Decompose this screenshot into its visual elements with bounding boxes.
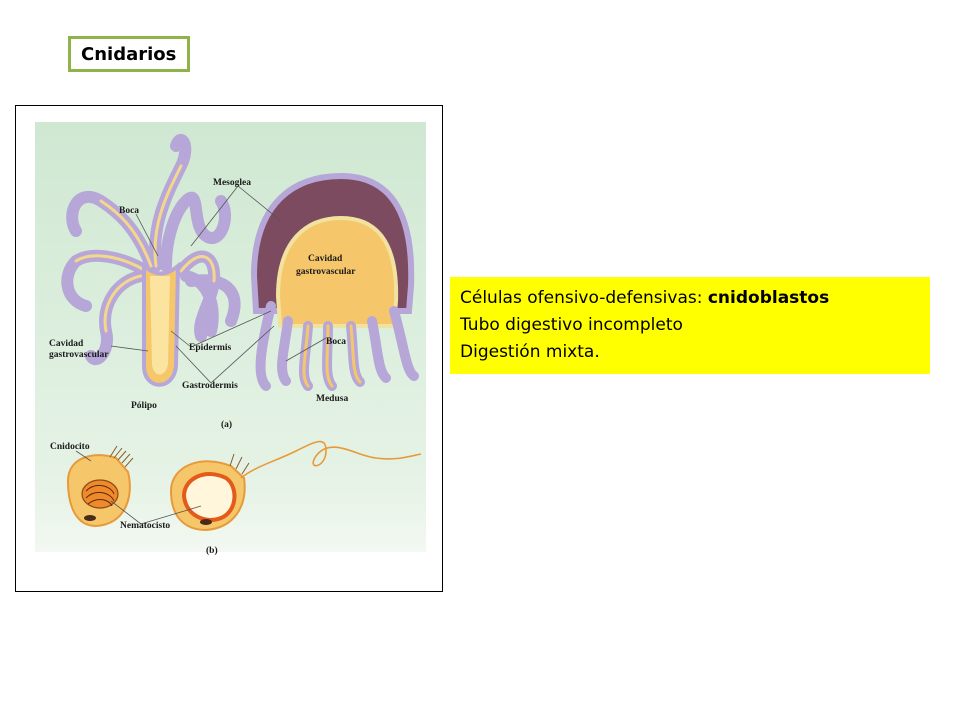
medusa-drawing [250, 172, 419, 391]
label-boca-polipo: Boca [119, 206, 139, 216]
cnidocyte-drawing [66, 445, 134, 528]
label-cnidocito: Cnidocito [50, 442, 90, 452]
label-nematocisto: Nematocisto [120, 521, 170, 531]
label-cavidad-medusa-2: gastrovascular [296, 267, 356, 277]
label-medusa: Medusa [316, 394, 348, 404]
label-panel-a: (a) [221, 419, 232, 430]
label-cavidad-polipo-1: Cavidad [49, 339, 84, 349]
slide-title: Cnidarios [68, 36, 190, 72]
info-box: Células ofensivo-defensivas: cnidoblasto… [450, 277, 930, 374]
polyp-drawing [61, 133, 241, 387]
label-polipo: Pólipo [131, 401, 157, 411]
info-line-2: Tubo digestivo incompleto [460, 315, 683, 335]
label-boca-medusa: Boca [326, 337, 346, 347]
info-line-1-prefix: Células ofensivo-defensivas: [460, 288, 708, 308]
label-epidermis: Epidermis [189, 343, 232, 353]
info-line-1-bold: cnidoblastos [707, 288, 830, 308]
label-cavidad-polipo-2: gastrovascular [49, 350, 109, 360]
cnidarian-illustration: Mesoglea Boca Cavidad gastrovascular Cav… [35, 122, 426, 556]
info-line-3: Digestión mixta. [460, 342, 600, 362]
info-line-1: Células ofensivo-defensivas: cnidoblasto… [460, 285, 930, 312]
label-cavidad-medusa-1: Cavidad [308, 254, 343, 264]
label-mesoglea: Mesoglea [213, 178, 251, 188]
nematocyst-discharged-drawing [169, 440, 422, 532]
label-gastrodermis: Gastrodermis [182, 381, 238, 391]
label-panel-b: (b) [206, 545, 218, 556]
cnidarian-figure: Mesoglea Boca Cavidad gastrovascular Cav… [15, 105, 443, 592]
